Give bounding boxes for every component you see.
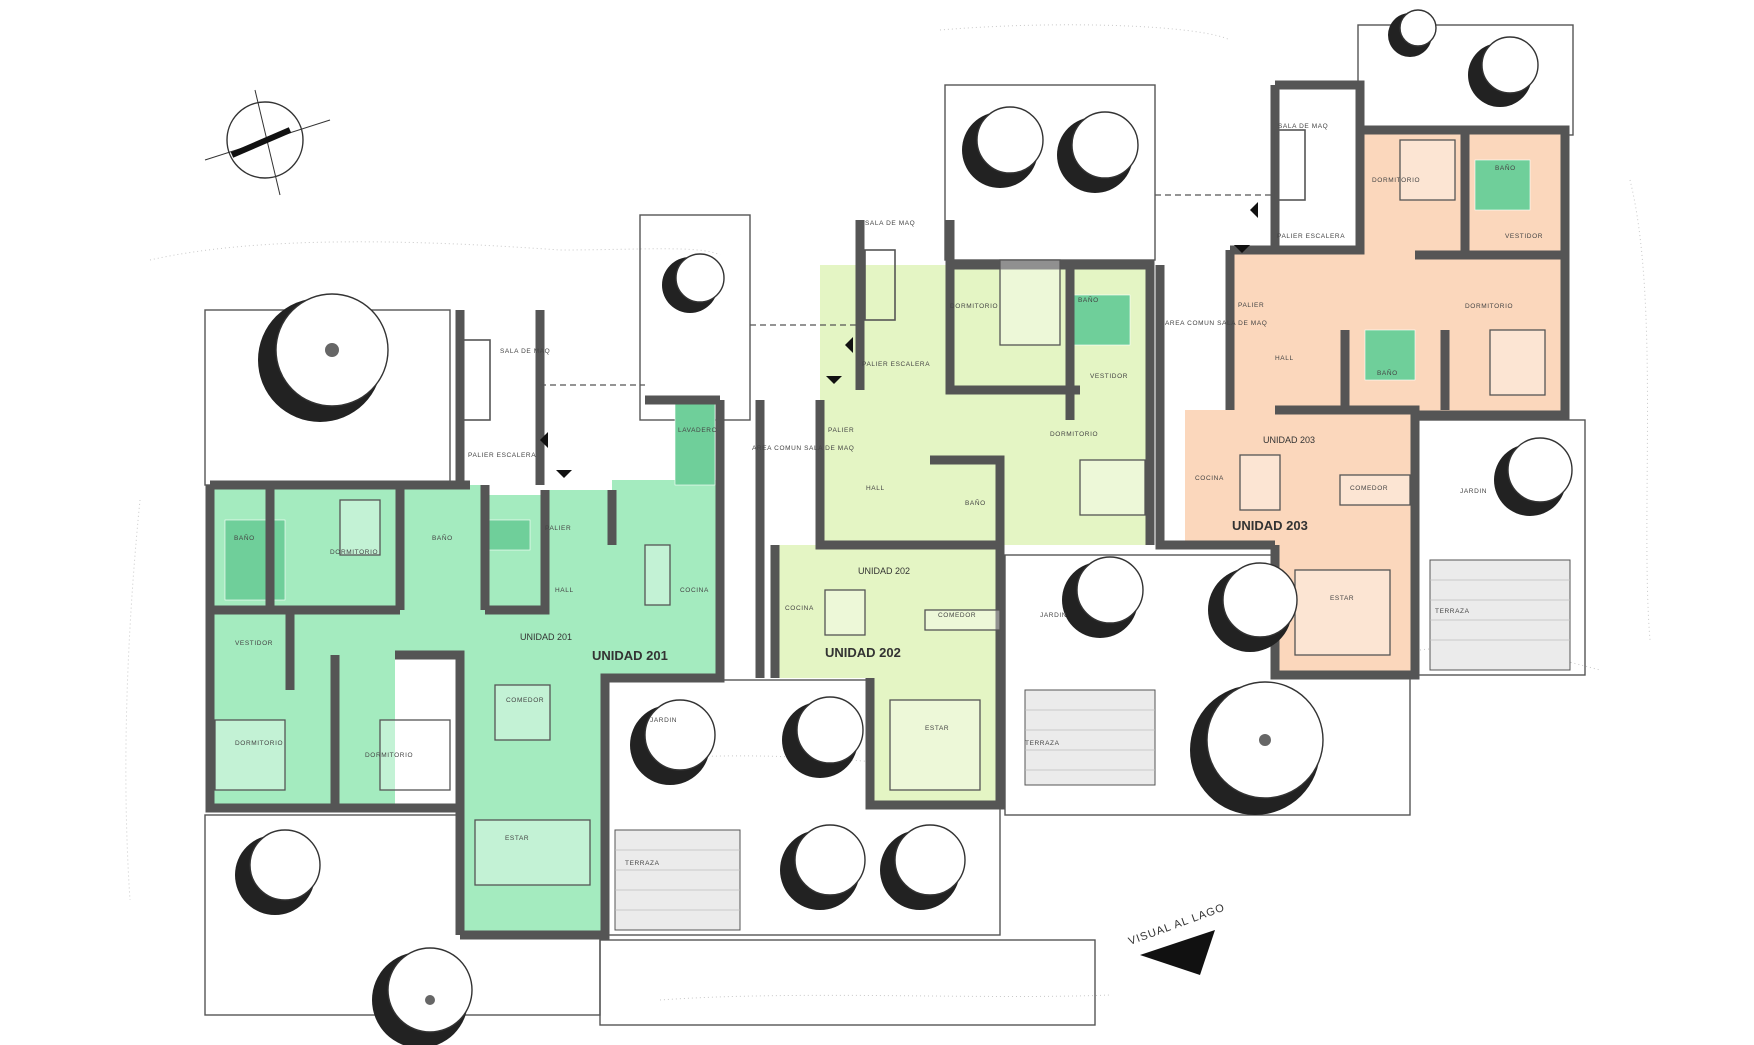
room-label-terraza-a: TERRAZA xyxy=(625,860,660,867)
room-label-cocina-203: COCINA xyxy=(1195,475,1224,482)
tree-13 xyxy=(780,824,866,910)
ground-vegetation xyxy=(125,24,1651,1001)
unit-202-title: UNIDAD 202 xyxy=(825,645,901,660)
tree-4 xyxy=(1057,111,1139,193)
room-label-vestidor-202: VESTIDOR xyxy=(1090,373,1128,380)
terraces xyxy=(614,559,1571,931)
room-label-area-comun-203: AREA COMUN SALA DE MAQ xyxy=(1165,320,1267,327)
room-label-bano-202a: BAÑO xyxy=(1078,295,1099,304)
visual-al-lago-label: VISUAL AL LAGO xyxy=(1127,902,1227,948)
room-label-estar-202: ESTAR xyxy=(925,725,949,732)
tree-6 xyxy=(1468,36,1539,107)
tree-9 xyxy=(1208,562,1298,652)
room-label-dormitorio-202a: DORMITORIO xyxy=(950,303,998,310)
unit-201-title-small: UNIDAD 201 xyxy=(520,632,572,642)
room-label-jardin-a: JARDIN xyxy=(650,717,677,724)
circulation-lines xyxy=(540,194,1275,386)
tree-15 xyxy=(235,829,321,915)
room-label-dormitorio-202b: DORMITORIO xyxy=(1050,431,1098,438)
tree-11 xyxy=(630,699,716,785)
room-label-hall-201: HALL xyxy=(555,587,574,594)
room-label-dormitorio-203a: DORMITORIO xyxy=(1372,177,1420,184)
room-label-area-comun-202: AREA COMUN SALA DE MAQ xyxy=(752,445,854,452)
tree-5 xyxy=(1388,9,1437,57)
room-label-jardin-c: JARDIN xyxy=(1460,488,1487,495)
tree-14 xyxy=(880,824,966,910)
furniture xyxy=(214,139,1546,886)
room-label-bano-203b: BAÑO xyxy=(1377,368,1398,377)
trees xyxy=(235,9,1573,1045)
room-label-sala-maq-202: SALA DE MAQ xyxy=(865,220,915,227)
unit-203-title-small: UNIDAD 203 xyxy=(1263,435,1315,445)
tree-7 xyxy=(1494,437,1573,516)
room-label-palier-esc-202: PALIER ESCALERA xyxy=(862,361,930,368)
stairs xyxy=(459,129,1306,421)
room-label-palier-esc-201: PALIER ESCALERA xyxy=(468,452,536,459)
room-label-dormitorio-201c: DORMITORIO xyxy=(365,752,413,759)
bath-tiles xyxy=(224,159,1531,601)
room-label-hall-202: HALL xyxy=(866,485,885,492)
room-label-estar-201: ESTAR xyxy=(505,835,529,842)
entry-arrow-icon xyxy=(540,202,1258,478)
room-label-dormitorio-203b: DORMITORIO xyxy=(1465,303,1513,310)
unit-201-title: UNIDAD 201 xyxy=(592,648,668,663)
tree-2 xyxy=(662,253,725,313)
room-label-bano-201b: BAÑO xyxy=(432,533,453,542)
unit-202-area xyxy=(775,265,1150,805)
room-label-hall-203: HALL xyxy=(1275,355,1294,362)
room-label-sala-maq-203: SALA DE MAQ xyxy=(1278,123,1328,130)
room-label-bano-203a: BAÑO xyxy=(1495,163,1516,172)
room-label-palier-203: PALIER xyxy=(1238,302,1264,309)
room-label-cocina-201: COCINA xyxy=(680,587,709,594)
unit-202-title-small: UNIDAD 202 xyxy=(858,566,910,576)
walls xyxy=(205,80,1570,940)
room-label-dormitorio-201b: DORMITORIO xyxy=(235,740,283,747)
room-label-comedor-203: COMEDOR xyxy=(1350,485,1388,492)
north-arrow-icon xyxy=(204,89,331,196)
unit-203-area xyxy=(1185,130,1565,675)
tree-10 xyxy=(1190,681,1324,815)
tree-12 xyxy=(782,696,864,778)
room-label-estar-203: ESTAR xyxy=(1330,595,1354,602)
visual-arrow-icon xyxy=(1140,930,1215,975)
room-label-bano-201a: BAÑO xyxy=(234,533,255,542)
room-label-vestidor-203: VESTIDOR xyxy=(1505,233,1543,240)
room-label-vestidor-201: VESTIDOR xyxy=(235,640,273,647)
tree-1 xyxy=(258,293,389,422)
room-label-palier-201: PALIER xyxy=(545,525,571,532)
room-label-terraza-c: TERRAZA xyxy=(1435,608,1470,615)
room-label-palier-202: PALIER xyxy=(828,427,854,434)
room-label-bano-202b: BAÑO xyxy=(965,498,986,507)
room-label-palier-esc-203: PALIER ESCALERA xyxy=(1277,233,1345,240)
room-label-comedor-202: COMEDOR xyxy=(938,612,976,619)
room-label-comedor-201: COMEDOR xyxy=(506,697,544,704)
room-label-terraza-b: TERRAZA xyxy=(1025,740,1060,747)
room-label-dormitorio-201a: DORMITORIO xyxy=(330,549,378,556)
tree-16 xyxy=(372,947,473,1045)
tree-3 xyxy=(962,106,1044,188)
room-label-lavadero-201: LAVADERO xyxy=(678,427,717,434)
tree-8 xyxy=(1062,556,1144,638)
unit-201-area xyxy=(210,480,720,935)
unit-203-title: UNIDAD 203 xyxy=(1232,518,1308,533)
room-label-sala-maq-201: SALA DE MAQ xyxy=(500,348,550,355)
room-label-cocina-202: COCINA xyxy=(785,605,814,612)
room-label-jardin-b: JARDIN xyxy=(1040,612,1067,619)
